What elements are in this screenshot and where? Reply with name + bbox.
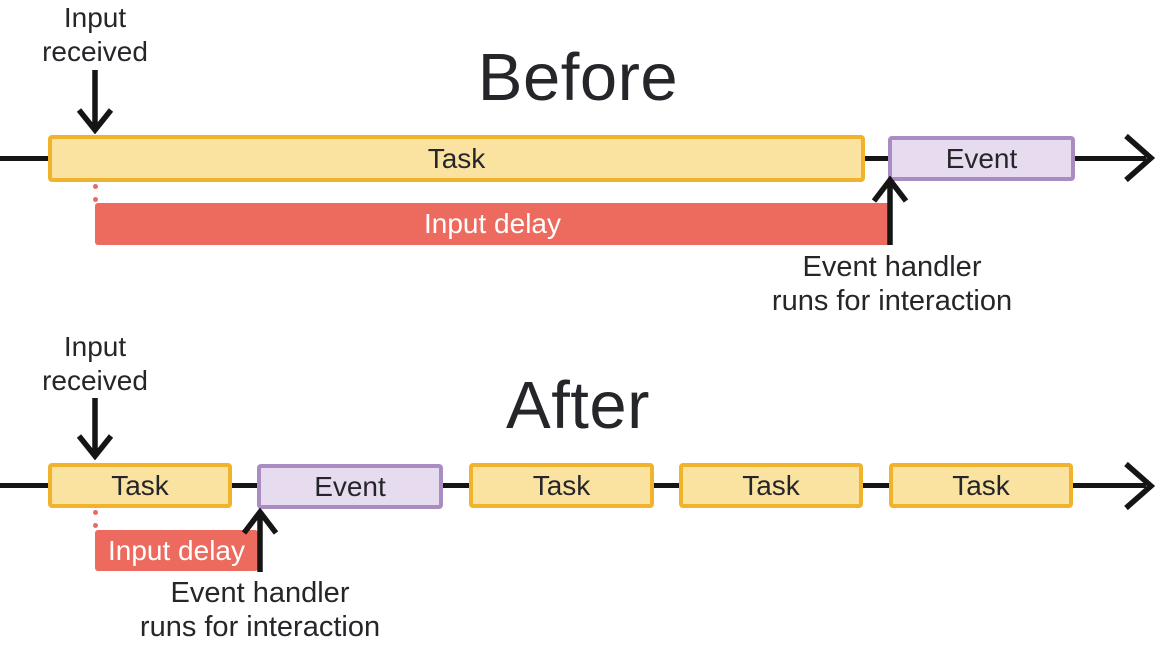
after-event-handler-up-arrow-icon (241, 508, 279, 572)
after-task-bar-4: Task (889, 463, 1073, 508)
input-received-line1: Input (63, 331, 127, 362)
before-event-bar: Event (888, 136, 1075, 181)
task-bar-label: Task (111, 469, 169, 501)
after-event-bar: Event (257, 464, 443, 509)
after-task-bar-2: Task (469, 463, 654, 508)
event-handler-line2: runs for interaction (771, 285, 1013, 317)
task-bar-label: Task (742, 469, 800, 501)
input-received-down-arrow-icon (76, 398, 114, 460)
before-input-received-label: Input received (10, 1, 180, 69)
event-bar-label: Event (945, 142, 1018, 174)
after-event-handler-label: Event handler runs for interaction (80, 576, 440, 644)
before-input-delay-bar: Input delay (95, 203, 890, 245)
task-bar-label: Task (427, 142, 486, 174)
task-bar-label: Task (952, 469, 1010, 501)
after-task-bar-3: Task (679, 463, 863, 508)
before-timeline-right-arrow-icon (1124, 133, 1155, 183)
before-task-bar: Task (48, 135, 865, 182)
task-bar-label: Task (532, 469, 591, 501)
input-delay-label: Input delay (108, 534, 245, 566)
event-handler-line1: Event handler (802, 251, 982, 283)
input-received-down-arrow-icon (76, 70, 114, 134)
after-timeline-right-arrow-icon (1124, 461, 1155, 511)
after-input-delay-bar: Input delay (95, 530, 258, 571)
input-received-line1: Input (63, 2, 127, 33)
before-input-dotted-line (93, 184, 98, 202)
after-task-bar-1: Task (48, 463, 232, 508)
event-handler-line2: runs for interaction (139, 611, 381, 643)
input-delay-label: Input delay (424, 208, 561, 239)
after-input-received-label: Input received (10, 330, 180, 398)
input-received-line2: received (42, 365, 148, 396)
after-title: After (506, 368, 650, 443)
before-title: Before (477, 40, 679, 115)
after-input-dotted-line (93, 510, 98, 528)
input-received-line2: received (42, 36, 148, 67)
event-bar-label: Event (314, 470, 386, 502)
before-event-handler-label: Event handler runs for interaction (712, 250, 1072, 318)
event-handler-line1: Event handler (170, 577, 350, 609)
before-event-handler-up-arrow-icon (871, 176, 909, 245)
